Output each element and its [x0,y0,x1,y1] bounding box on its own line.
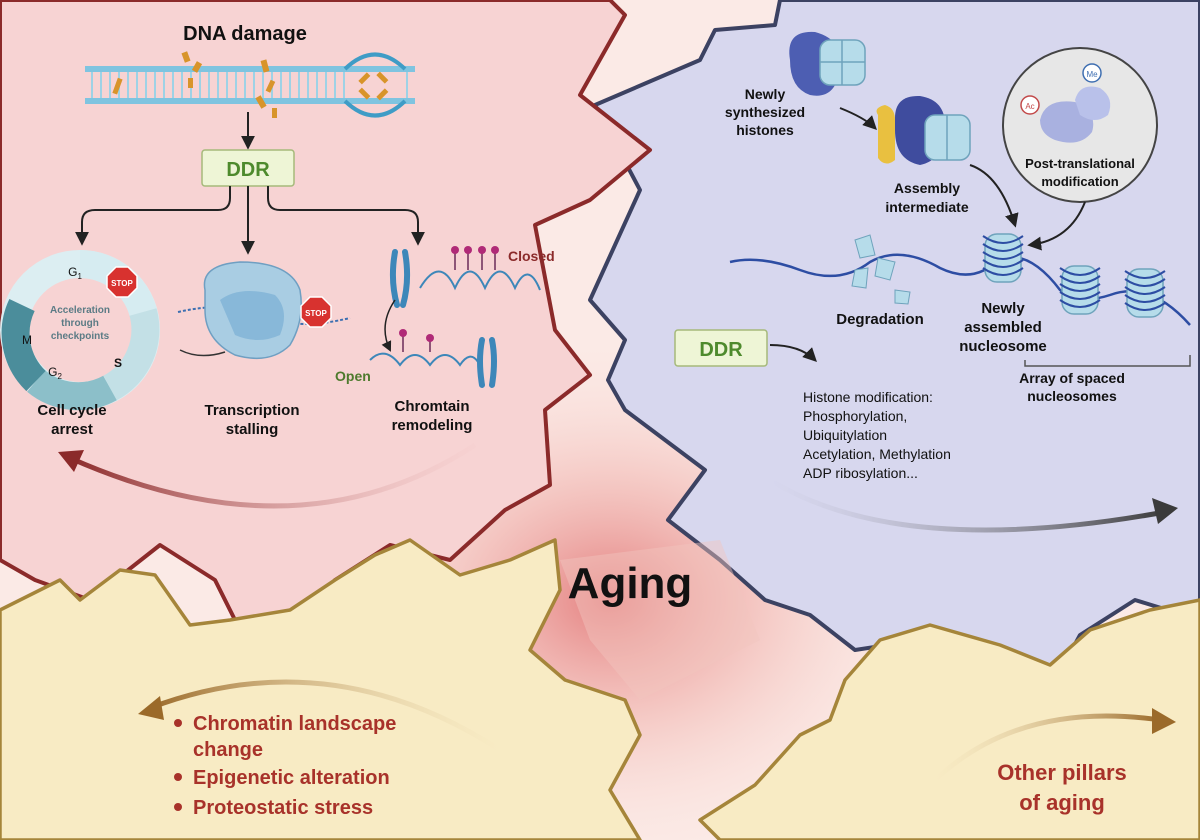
other-pillars-line-2: of aging [1019,790,1105,815]
nucleosome-icon [982,233,1024,283]
rna-polymerase-icon [177,261,351,360]
nucleosome-icon [1124,268,1166,318]
bottom-right-gear [698,598,1200,840]
bullet-1-line-1: Chromatin landscape [193,713,396,735]
arrow-to-nucleosome [969,164,1019,228]
bullet-3: Proteostatic stress [193,797,373,819]
arrow-ddr-to-histone-mod [769,344,817,362]
histone-mod-line-4: Acetylation, Methylation [803,446,951,462]
right-gear-curved-arrow [768,477,1166,533]
nucleosome-icon [1059,265,1101,315]
newly-assembled-line-3: nucleosome [959,338,1047,355]
overlap-wash [560,540,760,700]
array-label-line-1: Array of spaced [1019,370,1125,386]
cell-cycle-ring: G1 S G2 M Acceleration through checkpoin… [0,250,160,411]
degradation-label: Degradation [836,311,924,328]
chromatin-remodeling-line-1: Chromtain [395,398,470,415]
dna-damage-illustration [85,51,415,118]
bottom-left-curved-arrow [149,679,502,753]
cycle-center-line-1: Acceleration [50,305,110,316]
other-pillars-line-1: Other pillars [997,760,1127,785]
bottom-right-curved-arrow [933,713,1161,782]
chromatin-remodeling-line-2: remodeling [392,417,473,434]
arrow-to-intermediate [839,107,877,130]
open-label: Open [335,368,371,384]
left-gear-arrowhead [58,450,84,472]
right-ddr-label: DDR [699,339,743,361]
ptm-label-line-1: Post-translational [1025,156,1135,171]
cell-cycle-arrest-line-1: Cell cycle [37,402,106,419]
cell-cycle-arrest-line-2: arrest [51,421,93,438]
me-tag [1082,63,1102,83]
arrow-ptm-to-nucleosome [1027,201,1086,251]
g1-label: G1 [68,265,82,281]
bottom-left-arrowhead [138,696,164,720]
ac-tag [1020,95,1040,115]
array-label-line-2: nucleosomes [1027,388,1117,404]
bullet-list: Chromatin landscape change Epigenetic al… [174,713,396,819]
ac-tag-text: Ac [1025,102,1034,111]
dna-damage-label: DNA damage [183,23,307,45]
histone-mod-line-5: ADP ribosylation... [803,465,918,481]
newly-synthesized-line-3: histones [736,122,794,138]
right-ddr-box [674,329,768,367]
left-ddr-label: DDR [226,159,270,181]
histone-mod-line-3: Ubiquitylation [803,427,887,443]
assembly-intermediate-icon [876,95,971,165]
assembly-intermediate-line-1: Assembly [894,180,960,196]
cycle-center-line-3: checkpoints [51,331,110,342]
newly-assembled-line-2: assembled [964,319,1042,336]
newly-assembled-line-1: Newly [981,300,1025,317]
bottom-left-gear [0,538,642,840]
cycle-stop-text: STOP [111,279,133,288]
histone-mod-line-1: Histone modification: [803,389,933,405]
transcription-stalling-line-2: stalling [226,421,279,438]
transcription-stop-sign: STOP [300,296,332,328]
dna-thread [729,253,1191,326]
ddr-branch-arrows [75,186,425,255]
m-phase-label: M [22,333,32,347]
left-gear-curved-arrow [68,442,477,509]
assembly-intermediate-line-2: intermediate [885,199,968,215]
closed-label: Closed [508,248,555,264]
histone-dimer-icon [789,31,866,96]
transcription-stalling-line-1: Transcription [204,402,299,419]
nucleosome-array [982,233,1166,318]
me-tag-text: Me [1086,70,1098,79]
array-bracket [1024,355,1191,367]
degradation-fragments [851,234,911,305]
ptm-histone-icon [1040,86,1111,143]
transcription-stop-text: STOP [305,309,327,318]
bullet-1-line-2: change [193,739,263,761]
bullet-2: Epigenetic alteration [193,767,390,789]
bottom-right-arrowhead [1152,708,1176,734]
chromatin-remodeling-icon [369,246,541,388]
cycle-stop-sign: STOP [106,266,138,298]
ptm-label-line-2: modification [1041,174,1118,189]
right-gear-arrowhead [1152,498,1178,524]
cycle-center-line-2: through [61,318,99,329]
s-phase-label: S [114,356,122,370]
g2-label: G2 [48,365,62,381]
aging-title: Aging [568,559,693,608]
newly-synthesized-line-1: Newly [745,86,786,102]
newly-synthesized-line-2: synthesized [725,104,805,120]
histone-mod-line-2: Phosphorylation, [803,408,907,424]
